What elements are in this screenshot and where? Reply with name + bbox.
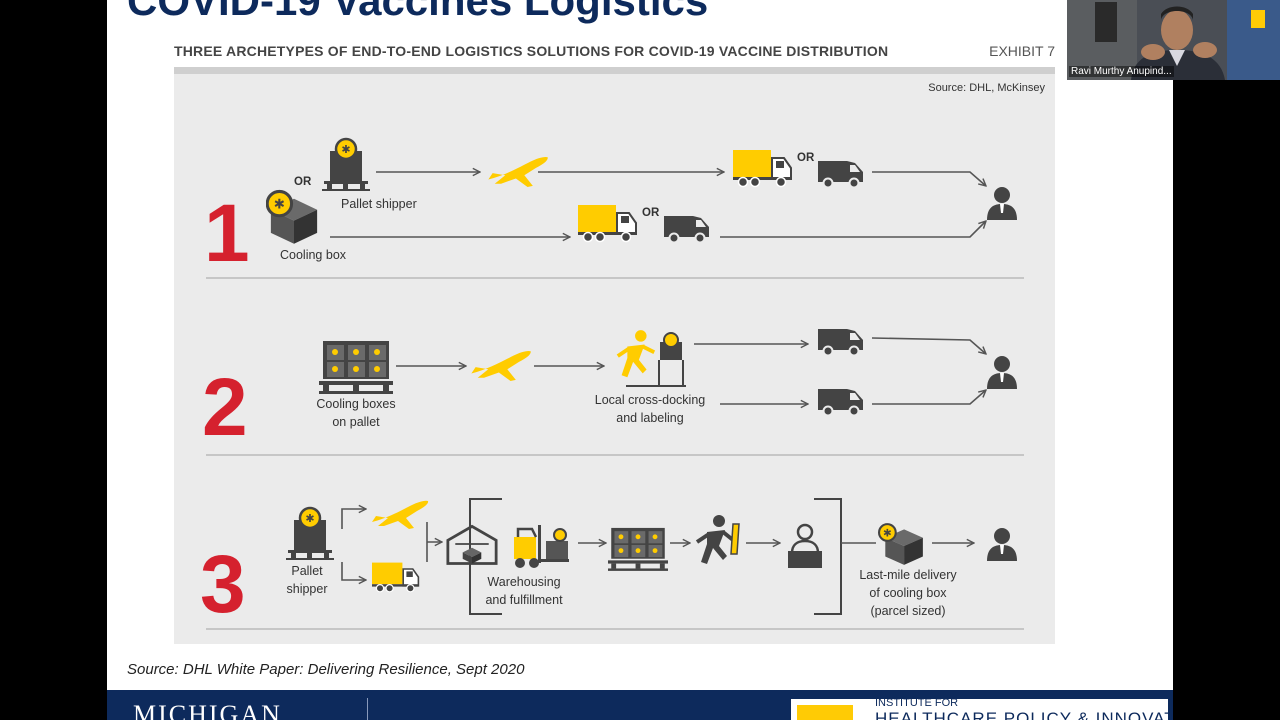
row-2-diagram (206, 328, 1024, 456)
block-m-icon (797, 705, 853, 720)
footer-bar: MICHIGAN INSTITUTE FOR HEALTHCARE POLICY… (107, 690, 1173, 720)
exhibit: THREE ARCHETYPES OF END-TO-END LOGISTICS… (174, 38, 1055, 644)
arrow (871, 337, 986, 354)
arrow (426, 522, 442, 562)
cross-docking-worker-icon (615, 329, 657, 380)
truck-icon (733, 149, 792, 188)
row-1-number: 1 (204, 188, 250, 279)
university-wordmark: MICHIGAN (133, 700, 282, 720)
cooling-box-icon (266, 189, 319, 245)
courier-icon (697, 515, 739, 564)
arrow (341, 509, 366, 529)
truck-icon (372, 561, 420, 593)
recipient-person-icon (987, 528, 1017, 561)
footer-divider (367, 698, 368, 720)
exhibit-heading: THREE ARCHETYPES OF END-TO-END LOGISTICS… (174, 43, 889, 59)
diagram-panel: Source: DHL, McKinsey (174, 67, 1055, 644)
participant-video[interactable]: Ravi Murthy Anupind... (1067, 0, 1280, 80)
truck-icon (578, 204, 637, 243)
institute-line-2: HEALTHCARE POLICY & INNOVATION (875, 709, 1168, 720)
cooling-boxes-label: Cooling boxes on pallet (316, 397, 396, 429)
institute-logo: INSTITUTE FOR HEALTHCARE POLICY & INNOVA… (791, 699, 1168, 720)
cooling-box-label: Cooling box (280, 248, 347, 262)
slide-title: COVID-19 Vaccines Logistics (127, 0, 709, 24)
pickup-point-icon (786, 523, 824, 569)
van-icon (663, 215, 710, 244)
pallet-shipper-label: Pallet shipper (286, 564, 328, 596)
warehouse-icon (446, 524, 498, 565)
participant-name: Ravi Murthy Anupind... (1069, 66, 1174, 77)
row-1-diagram (206, 137, 1024, 279)
row-3-diagram (206, 498, 1024, 630)
parcel-box-icon (878, 523, 924, 566)
arrow (341, 562, 366, 580)
slide-source: Source: DHL White Paper: Delivering Resi… (127, 661, 525, 678)
logistics-diagram: ✱ ✱ (206, 137, 1024, 630)
exhibit-source: Source: DHL, McKinsey (928, 82, 1045, 94)
arrow (720, 221, 986, 238)
warehousing-label: Warehousing and fulfillment (485, 575, 563, 607)
row-2-number: 2 (202, 362, 248, 453)
van-icon (817, 388, 864, 417)
plane-icon (372, 500, 429, 529)
video-feed (1067, 0, 1280, 80)
institute-line-1: INSTITUTE FOR (875, 699, 959, 709)
plane-icon (471, 351, 531, 381)
pallet-shipper-icon (284, 506, 336, 560)
pallet-shipper-label: Pallet shipper (341, 197, 417, 211)
van-icon (817, 328, 864, 357)
labeled-box-icon (626, 332, 686, 387)
forklift-icon (512, 523, 571, 569)
row-3-number: 3 (200, 539, 246, 630)
exhibit-number: EXHIBIT 7 (989, 43, 1055, 59)
cooling-boxes-pallet-icon (319, 341, 393, 394)
or-label: OR (797, 152, 815, 164)
arrow (872, 171, 986, 186)
bracket-right (814, 498, 842, 615)
recipient-person-icon (987, 356, 1017, 389)
last-mile-label: Last-mile delivery of cooling box (parce… (859, 568, 957, 618)
pallet-shipper-icon (320, 137, 372, 191)
cooling-boxes-pallet-icon (608, 527, 668, 571)
or-label: OR (294, 176, 312, 188)
cross-docking-label: Local cross-docking and labeling (594, 393, 706, 425)
van-icon (817, 160, 864, 189)
or-label: OR (642, 207, 660, 219)
arrow (872, 390, 986, 405)
recipient-person-icon (987, 187, 1017, 220)
presentation-slide: COVID-19 Vaccines Logistics THREE ARCHET… (107, 0, 1173, 720)
